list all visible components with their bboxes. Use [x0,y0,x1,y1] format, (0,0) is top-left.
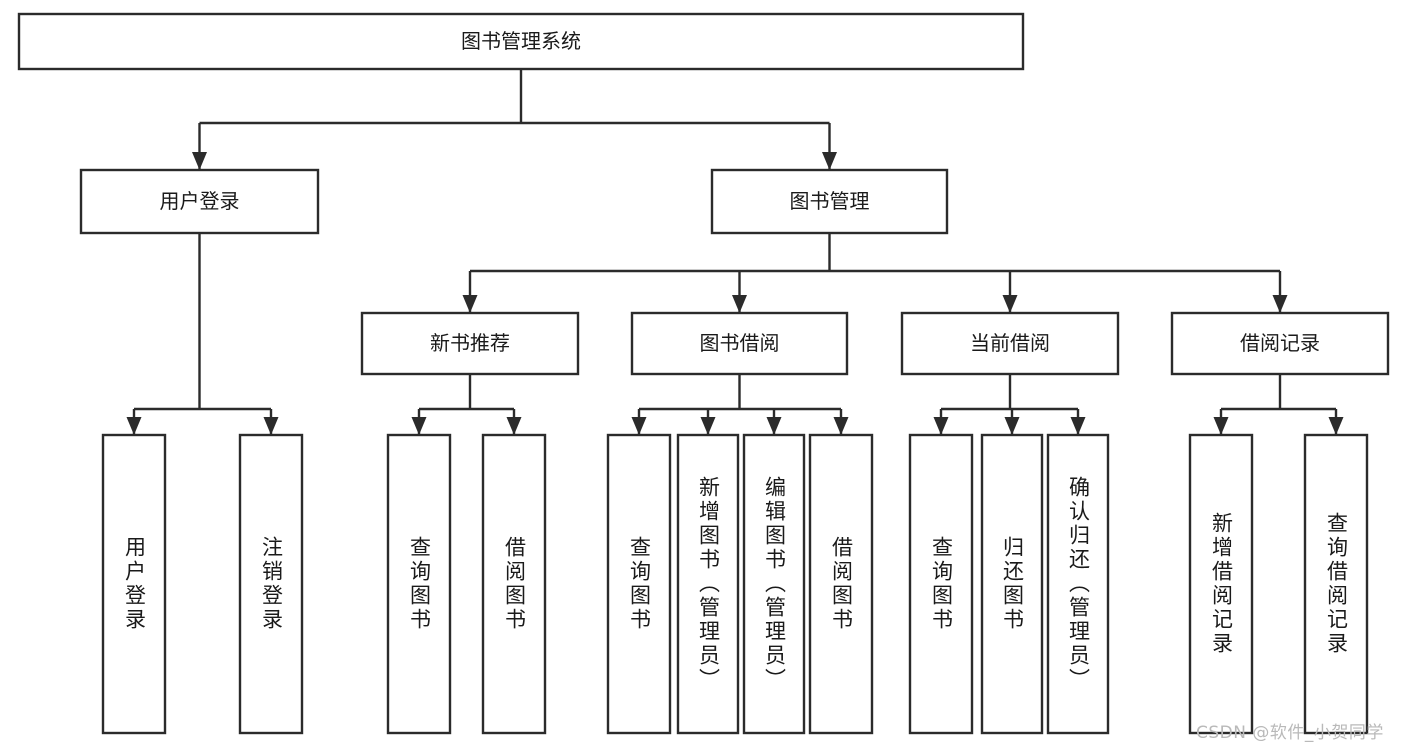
arrow-head-icon-user-login [192,152,207,170]
node-leaf-7[interactable] [808,433,874,735]
arrow-head-icon-leaf-1 [263,417,279,435]
node-root-book-management-system[interactable] [17,12,1025,71]
arrow-head-icon-level3-3 [1272,295,1288,313]
arrow-head-icon-level3-1 [732,295,747,313]
arrow-head-icon-leaf-8 [933,417,949,435]
arrow-head-icon-leaf-10 [1070,417,1086,435]
node-leaf-5[interactable] [676,433,740,735]
connector-lines [126,69,1344,435]
arrow-head-icon-leaf-3 [506,417,522,435]
arrow-head-icon-book-management [822,152,837,170]
arrow-head-icon-leaf-12 [1328,417,1344,435]
node-label-level3-0: 新书推荐 [430,331,510,355]
node-label-level3-2: 当前借阅 [970,331,1050,355]
arrow-head-icon-leaf-7 [833,417,849,435]
arrow-head-icon-leaf-11 [1213,417,1229,435]
node-label-root: 图书管理系统 [461,29,581,53]
arrow-head-icon-leaf-6 [766,417,782,435]
node-level3-2[interactable] [900,311,1120,376]
node-label-level2-0: 用户登录 [160,189,240,213]
arrow-head-icon-leaf-2 [411,417,427,435]
node-level3-0[interactable] [360,311,580,376]
node-leaf-4[interactable] [606,433,672,735]
node-level2-1[interactable] [710,168,949,235]
node-label-level2-1: 图书管理 [790,189,870,213]
node-leaf-2[interactable] [386,433,452,735]
node-level3-3[interactable] [1170,311,1390,376]
node-boxes [17,12,1390,735]
node-level2-0[interactable] [79,168,320,235]
arrow-head-icon-leaf-5 [700,417,716,435]
node-label-level3-3: 借阅记录 [1240,331,1320,355]
arrow-head-icon-level3-2 [1002,295,1018,313]
arrow-head-icon-leaf-4 [631,417,647,435]
node-leaf-0[interactable] [101,433,167,735]
arrow-head-icon-level3-0 [462,295,478,313]
node-leaf-6[interactable] [742,433,806,735]
csdn-watermark: CSDN @软件_小贺同学 [1196,723,1384,743]
node-level3-1[interactable] [630,311,849,376]
node-label-level3-1: 图书借阅 [700,331,780,355]
node-leaf-11[interactable] [1188,433,1254,735]
node-leaf-12[interactable] [1303,433,1369,735]
node-leaf-1[interactable] [238,433,304,735]
node-leaf-3[interactable] [481,433,547,735]
arrow-head-icon-leaf-9 [1004,417,1020,435]
arrow-head-icon-leaf-0 [126,417,142,435]
node-leaf-8[interactable] [908,433,974,735]
node-leaf-10[interactable] [1046,433,1110,735]
node-leaf-9[interactable] [980,433,1044,735]
